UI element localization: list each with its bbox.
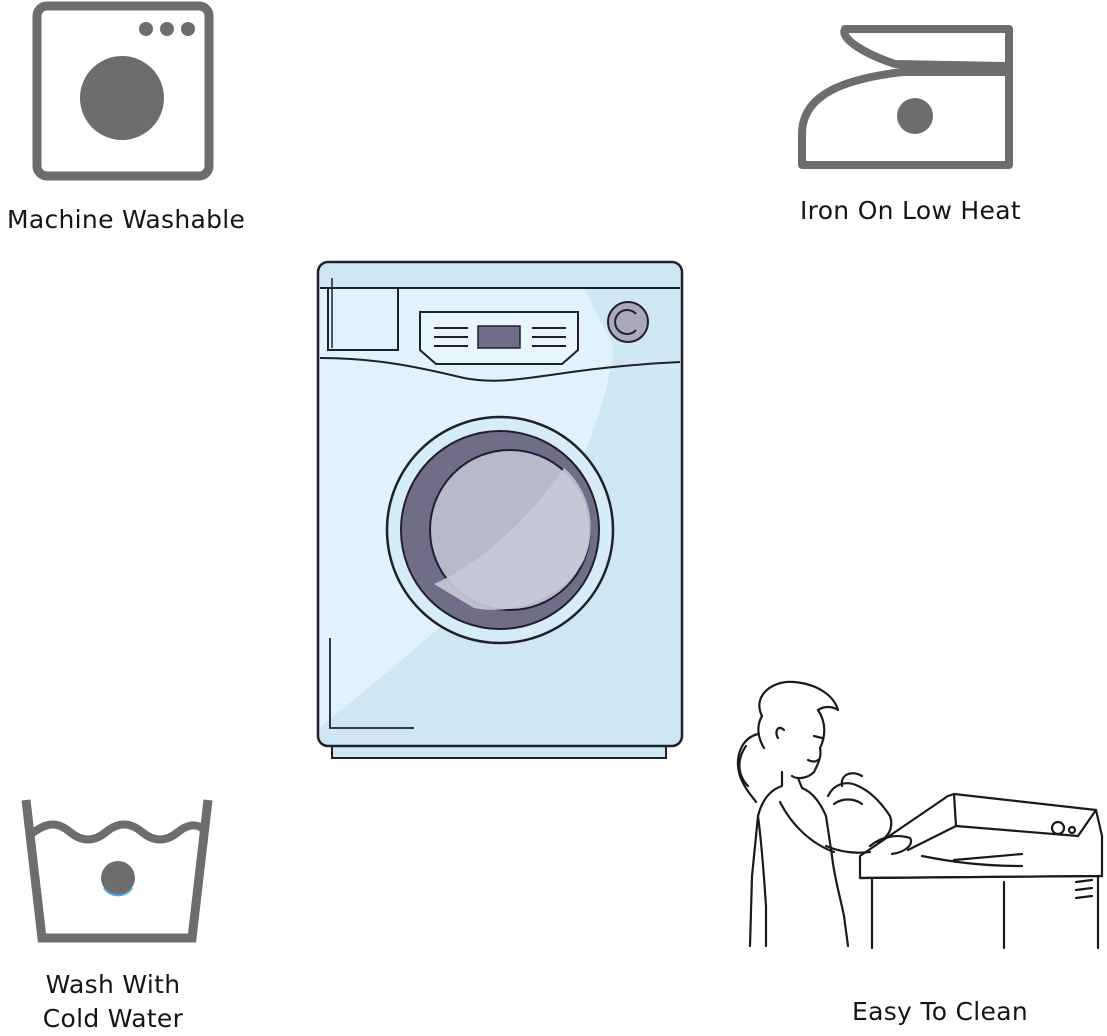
iron-low-heat-icon <box>795 24 1019 170</box>
cold-wash-label-line1: Wash With <box>45 970 181 999</box>
woman-hand-washing-illustration <box>722 676 1106 952</box>
washing-machine-illustration <box>314 258 686 764</box>
machine-washable-label: Machine Washable <box>7 205 246 234</box>
cold-wash-tub-icon <box>18 796 216 946</box>
cold-wash-label-line2: Cold Water <box>42 1004 184 1033</box>
machine-wash-icon <box>30 0 216 184</box>
cold-wash-label: Wash With Cold Water <box>38 968 188 1036</box>
easy-clean-label: Easy To Clean <box>852 997 1028 1026</box>
iron-low-heat-label: Iron On Low Heat <box>800 196 1021 225</box>
